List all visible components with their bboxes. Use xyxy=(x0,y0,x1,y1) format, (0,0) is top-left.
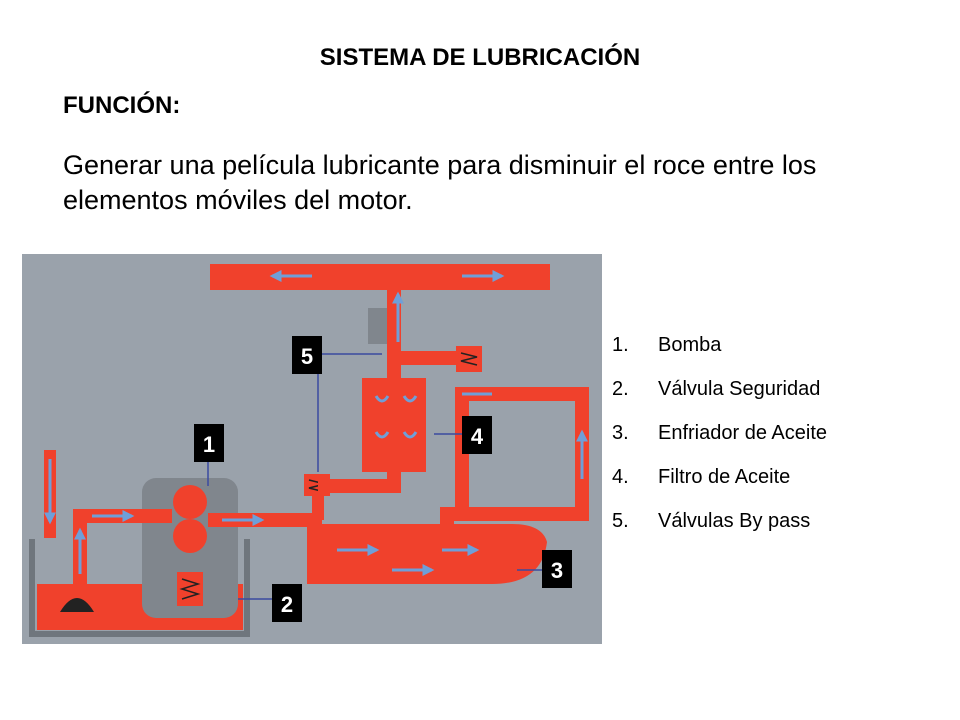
legend-item: 3.Enfriador de Aceite xyxy=(612,422,827,466)
legend-item: 2.Válvula Seguridad xyxy=(612,378,827,422)
label-4: 4 xyxy=(462,416,492,454)
pump-gear-bottom xyxy=(173,519,207,553)
oil-cooler xyxy=(307,524,547,584)
legend-item: 4.Filtro de Aceite xyxy=(612,466,827,510)
label-3-text: 3 xyxy=(551,558,563,583)
page-title: SISTEMA DE LUBRICACIÓN xyxy=(319,44,641,71)
sump-outline xyxy=(29,539,250,637)
label-2: 2 xyxy=(272,584,302,622)
lubrication-diagram: 1 2 3 4 5 xyxy=(22,254,602,644)
label-4-text: 4 xyxy=(471,424,484,449)
legend-item-label: Enfriador de Aceite xyxy=(658,422,827,444)
legend-item: 5.Válvulas By pass xyxy=(612,510,827,554)
legend-item: 1.Bomba xyxy=(612,334,827,378)
legend-item-label: Válvula Seguridad xyxy=(658,378,821,400)
oil-pickup xyxy=(60,598,94,612)
legend-item-label: Bomba xyxy=(658,334,722,356)
legend-item-label: Filtro de Aceite xyxy=(658,466,791,488)
label-2-text: 2 xyxy=(281,592,293,617)
legend-list: 1.Bomba 2.Válvula Seguridad 3.Enfriador … xyxy=(612,334,827,554)
label-1-text: 1 xyxy=(203,432,215,457)
legend-item-label: Válvulas By pass xyxy=(658,510,811,532)
label-5: 5 xyxy=(292,336,322,374)
description-text: Generar una película lubricante para dis… xyxy=(63,150,817,215)
oil-filter xyxy=(362,378,426,472)
label-3: 3 xyxy=(542,550,572,588)
label-5-text: 5 xyxy=(301,344,313,369)
leader-lines xyxy=(207,353,542,600)
section-heading: FUNCIÓN: xyxy=(63,92,181,119)
label-1: 1 xyxy=(194,424,224,462)
pump-gear-top xyxy=(173,485,207,519)
